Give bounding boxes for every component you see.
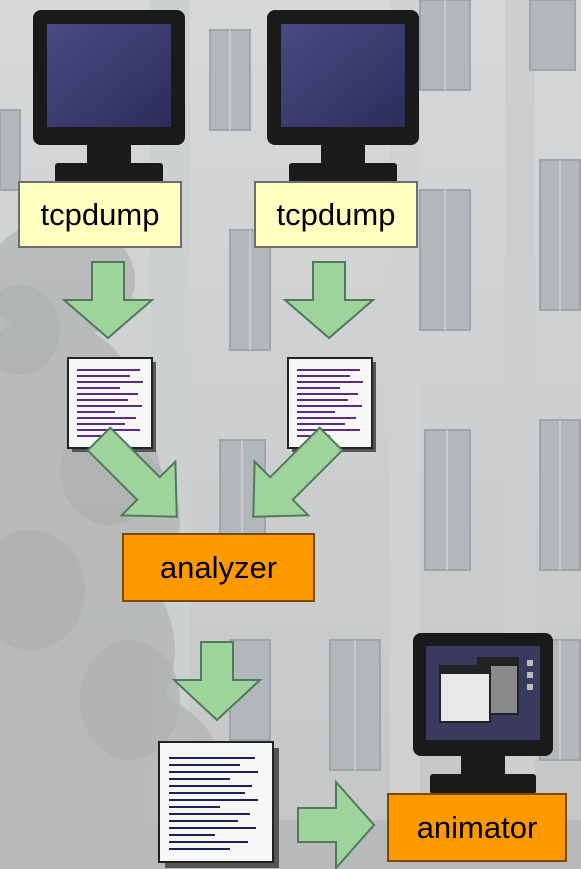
document-icon (287, 357, 376, 452)
arrow-down-icon (61, 261, 155, 340)
monitor-windows-icon (413, 633, 553, 794)
arrow-down-icon (171, 641, 263, 722)
tcpdump-label-left: tcpdump (18, 181, 182, 248)
animator-box: animator (387, 793, 567, 862)
document-icon (158, 741, 279, 868)
arrow-right-icon (297, 779, 376, 869)
monitor-icon (267, 10, 419, 183)
arrow-down-icon (282, 261, 376, 340)
tcpdump-label-right: tcpdump (254, 181, 418, 248)
monitor-icon (33, 10, 185, 183)
analyzer-box: analyzer (122, 533, 315, 602)
arrow-diagonal-icon (86, 426, 178, 518)
arrow-diagonal-icon (252, 426, 344, 518)
